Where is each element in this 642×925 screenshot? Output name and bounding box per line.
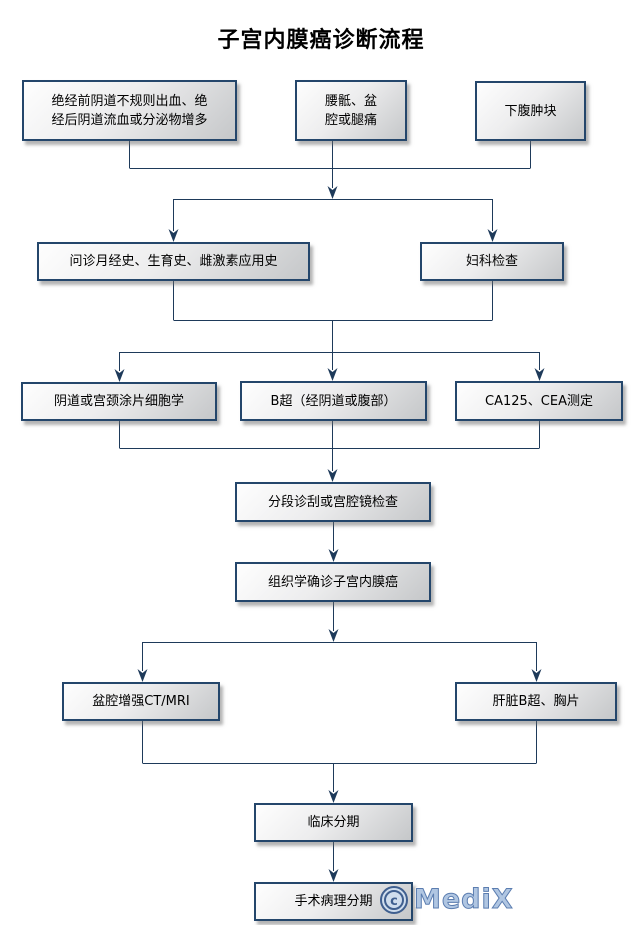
svg-text:c: c (390, 894, 398, 909)
node-history-inquiry: 问诊月经史、生育史、雌激素应用史 (37, 242, 310, 281)
copyright-icon: c (380, 885, 408, 914)
node-ca125-cea: CA125、CEA测定 (455, 381, 623, 421)
watermark: c MediX (379, 884, 514, 916)
node-b-ultrasound: B超（经阴道或腹部） (240, 381, 427, 421)
node-smear-cytology: 阴道或宫颈涂片细胞学 (21, 382, 217, 421)
node-liver-us-chest-xray: 肝脏B超、胸片 (455, 682, 617, 721)
node-histology-confirm: 组织学确诊子宫内膜癌 (235, 562, 431, 602)
node-lower-abdominal-mass: 下腹肿块 (475, 81, 586, 141)
node-gynecological-exam: 妇科检查 (420, 242, 564, 281)
node-clinical-staging: 临床分期 (254, 803, 413, 842)
page-title: 子宫内膜癌诊断流程 (217, 28, 425, 53)
node-curettage-hysteroscopy: 分段诊刮或宫腔镜检查 (235, 482, 431, 522)
node-pelvic-ct-mri: 盆腔增强CT/MRI (62, 682, 220, 721)
watermark-brand: MediX (414, 884, 514, 916)
node-premenopausal-bleeding: 绝经前阴道不规则出血、绝 经后阴道流血或分泌物增多 (22, 80, 237, 141)
node-lumbosacral-pelvic-leg-pain: 腰骶、盆 腔或腿痛 (295, 80, 407, 141)
